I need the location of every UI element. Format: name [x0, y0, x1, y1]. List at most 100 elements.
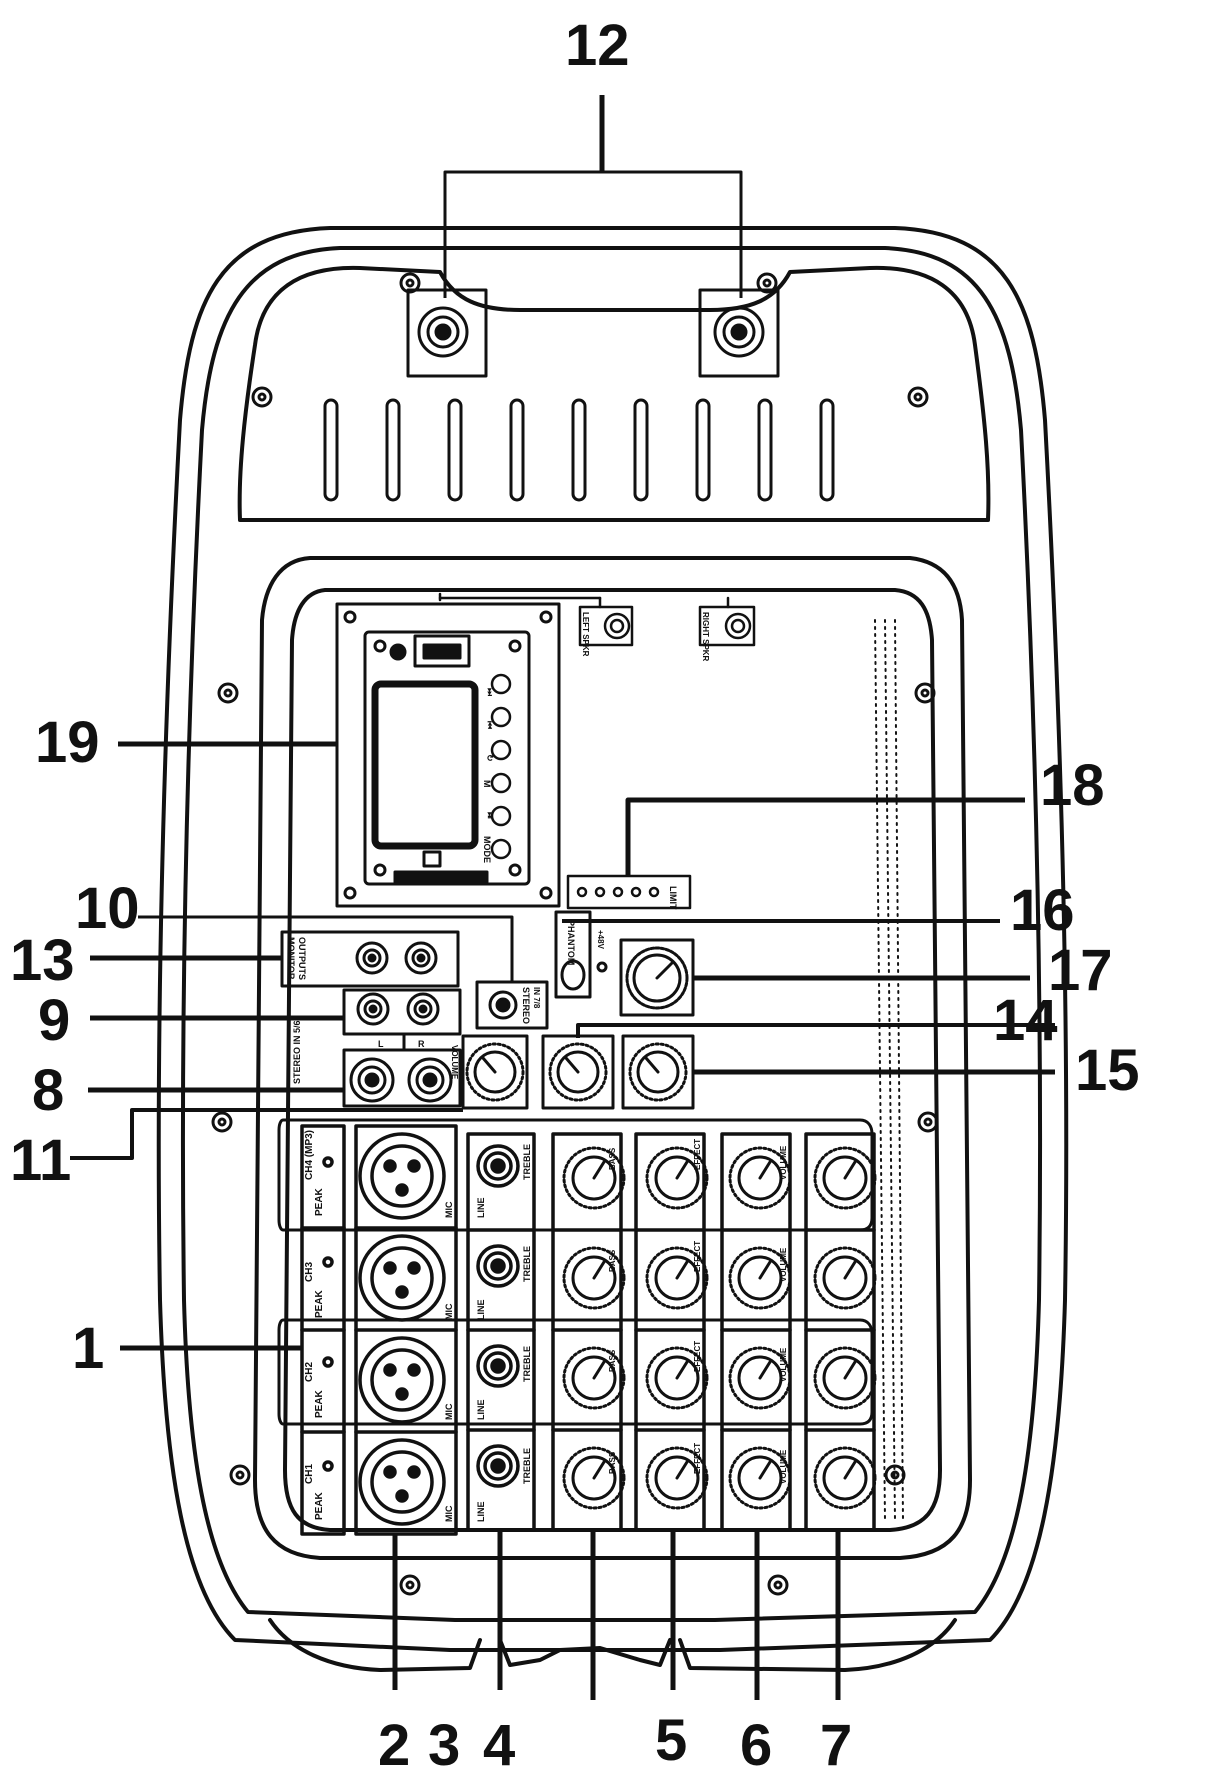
stereo-in-78-jack[interactable] [475, 980, 549, 1030]
line-label: LINE [476, 1501, 486, 1522]
channel-knob[interactable] [645, 1146, 709, 1210]
channel-knob[interactable] [562, 1346, 626, 1410]
mic-label: MIC [444, 1201, 454, 1218]
mic-label: MIC [444, 1505, 454, 1522]
callout-12: 12 [565, 13, 630, 78]
cabinet-outline [156, 226, 1069, 1652]
bass-label: BASS [608, 1147, 617, 1170]
callout-10: 10 [75, 876, 140, 941]
volume-label: VOLUME [779, 1247, 788, 1282]
stereo-in-56-rca[interactable] [342, 988, 462, 1036]
line-label: LINE [476, 1399, 486, 1420]
channel-knob[interactable] [728, 1446, 792, 1510]
bass-label: BASS [608, 1451, 617, 1474]
peak-column [300, 1124, 346, 1536]
stereo-volume-knob[interactable] [461, 1034, 529, 1110]
channel-knob[interactable] [562, 1246, 626, 1310]
callout-1: 1 [72, 1316, 104, 1381]
channel-knobs[interactable] [562, 1146, 877, 1510]
stereo-l-label: L [378, 1039, 384, 1049]
peak-label: PEAK [314, 1187, 325, 1216]
channel-knob[interactable] [813, 1446, 877, 1510]
phantom-48v-label: +48V [596, 930, 605, 950]
vent-slots [323, 398, 835, 502]
callout-5: 5 [655, 1708, 687, 1773]
callout-19: 19 [35, 710, 100, 775]
channel-knob[interactable] [728, 1346, 792, 1410]
treble-label: TREBLE [522, 1144, 532, 1180]
callout-leader-lines [70, 95, 1055, 1700]
phantom-power-switch[interactable] [554, 910, 608, 999]
line-label: LINE [476, 1197, 486, 1218]
svg-text:⏯: ⏯ [485, 812, 495, 819]
effect-label: EFFECT [693, 1241, 702, 1272]
callout-17: 17 [1048, 938, 1113, 1003]
peak-label: PEAK [314, 1289, 325, 1318]
callout-4: 4 [483, 1713, 515, 1778]
channel-knob[interactable] [645, 1346, 709, 1410]
callout-9: 9 [38, 988, 70, 1053]
callout-2: 2 [378, 1713, 410, 1778]
stereo-in-56-jacks[interactable] [342, 1032, 462, 1108]
channel-name-label: CH3 [304, 1262, 315, 1282]
master-volume-knob[interactable] [619, 938, 695, 1017]
limit-label: LIMIT [668, 886, 678, 910]
phantom-label: PHANTOM [566, 920, 576, 965]
stereo-in-78-label-1: STEREO [521, 987, 531, 1024]
channel-labels: CH4 (MP3) PEAK MIC LINE TREBLE BASS EFFECT VOLU… [304, 1130, 788, 1522]
peak-label: PEAK [314, 1389, 325, 1418]
channel-knob[interactable] [813, 1146, 877, 1210]
channel-knob[interactable] [562, 1146, 626, 1210]
sd-card-icon [422, 850, 442, 868]
channel-knob[interactable] [645, 1246, 709, 1310]
speaker-output-jacks[interactable] [406, 288, 780, 378]
channel-name-label: CH2 [304, 1362, 315, 1382]
callout-15: 15 [1075, 1038, 1140, 1103]
callout-14: 14 [993, 988, 1058, 1053]
effect-select-knob[interactable] [541, 1034, 615, 1110]
callout-numbers: 12 19 18 10 16 13 17 9 14 15 8 11 1 2 3 … [10, 13, 1140, 1778]
effect-label: EFFECT [693, 1443, 702, 1474]
effect-label: EFFECT [693, 1139, 702, 1170]
treble-label: TREBLE [522, 1448, 532, 1484]
channel-knob[interactable] [728, 1146, 792, 1210]
monitor-outputs-label-2: OUTPUTS [297, 937, 307, 980]
panel-speaker-jacks[interactable] [438, 592, 756, 647]
channel-knob[interactable] [813, 1346, 877, 1410]
mp3-player-module: ⏭ ⏮ ↻ M ⏯ MODE [335, 602, 561, 908]
mp3-buttons[interactable] [490, 673, 512, 860]
effect-level-knob[interactable] [621, 1034, 695, 1110]
mp3-mode-label: MODE [482, 836, 492, 863]
usb-port[interactable] [413, 634, 471, 668]
channel-knob[interactable] [728, 1246, 792, 1310]
monitor-outputs[interactable] [280, 930, 460, 988]
callout-7: 7 [820, 1713, 852, 1778]
channel-name-label: CH4 (MP3) [304, 1130, 315, 1180]
callout-18: 18 [1040, 753, 1105, 818]
mic-label: MIC [444, 1303, 454, 1320]
volume-label: VOLUME [779, 1449, 788, 1484]
stereo-r-label: R [418, 1039, 425, 1049]
callout-11: 11 [10, 1128, 71, 1193]
volume-label: VOLUME [779, 1347, 788, 1382]
channel-knob[interactable] [562, 1446, 626, 1510]
channel-knob[interactable] [645, 1446, 709, 1510]
monitor-outputs-label-1: MONITOR [286, 937, 296, 980]
right-spkr-label: RIGHT SPKR [701, 612, 710, 662]
control-panel-outline [253, 556, 972, 1560]
handle-recess [237, 265, 991, 522]
svg-text:⏮: ⏮ [485, 721, 495, 729]
stereo-volume-label: VOLUME [450, 1045, 459, 1080]
treble-label: TREBLE [522, 1346, 532, 1382]
bass-label: BASS [608, 1349, 617, 1372]
mic-xlr-column[interactable] [354, 1124, 458, 1536]
knob-columns[interactable] [551, 1132, 876, 1532]
left-spkr-label: LEFT SPKR [581, 612, 590, 657]
callout-8: 8 [32, 1058, 64, 1123]
line-label: LINE [476, 1299, 486, 1320]
stereo-in-56-label: STEREO IN 5/6 [292, 1020, 302, 1084]
sd-card-slot[interactable] [393, 870, 489, 884]
channel-knob[interactable] [813, 1246, 877, 1310]
peak-label: PEAK [314, 1491, 325, 1520]
